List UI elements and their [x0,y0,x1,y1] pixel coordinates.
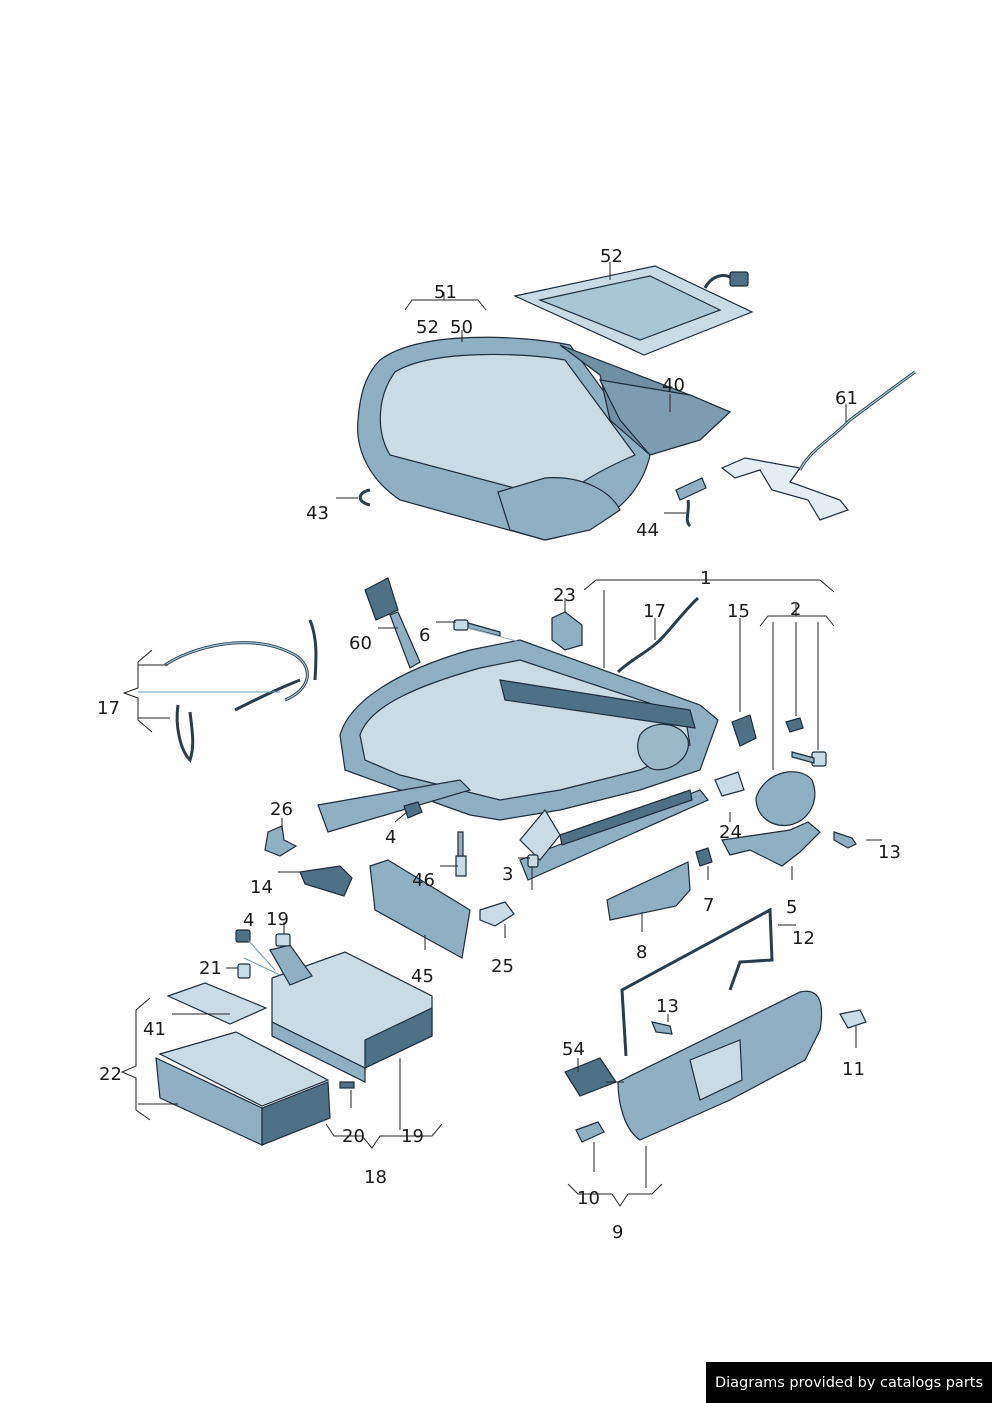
attribution-footer: Diagrams provided by catalogs parts [706,1362,992,1403]
callout-5: 5 [786,897,797,918]
switch-part [564,1057,617,1097]
callout-13: 13 [656,996,679,1017]
callout-40: 40 [662,375,685,396]
callout-4: 4 [385,827,396,848]
clip-part [695,847,713,867]
callout-17: 17 [643,601,666,622]
clip-bracket-part [675,477,707,528]
clip-part [403,801,423,819]
side-trim-part [617,990,823,1141]
recliner-bracket-part [714,771,821,867]
leader-lines [120,262,882,1207]
callout-41: 41 [143,1019,166,1040]
clip-part [479,901,515,927]
callout-52: 52 [600,246,623,267]
cable-set-part [164,619,318,763]
seat-cushion-part [357,336,732,541]
callout-43: 43 [306,503,329,524]
pin-part [455,831,467,877]
bolt-part [453,619,501,637]
callout-1: 1 [700,568,711,589]
cover-part [299,865,353,897]
callout-25: 25 [491,956,514,977]
bolt-small-part [527,854,539,868]
callout-51: 51 [434,282,457,303]
cover-panel-part [606,861,691,921]
callout-9: 9 [612,1222,623,1243]
clip-part [575,1121,605,1143]
nut-bolt-part [785,717,827,767]
callout-2: 2 [790,599,801,620]
callout-18: 18 [364,1167,387,1188]
clip-part [339,1081,355,1089]
belt-buckle-part [364,577,421,669]
callout-6: 6 [419,625,430,646]
screw-part [651,1021,673,1035]
callout-60: 60 [349,633,372,654]
callout-23: 23 [553,585,576,606]
callout-13: 13 [878,842,901,863]
callout-8: 8 [636,942,647,963]
clip-small-part [731,714,757,747]
callout-20: 20 [342,1126,365,1147]
callout-24: 24 [719,822,742,843]
callout-labels: 52 51 52 50 40 61 43 44 1 23 17 15 2 6 6… [97,246,901,1243]
trim-panel-part [369,859,471,959]
callout-26: 26 [270,799,293,820]
callout-11: 11 [842,1059,865,1080]
bracket-part [264,825,298,857]
callout-7: 7 [703,895,714,916]
clip-part [235,929,251,943]
callout-3: 3 [502,864,513,885]
callout-52: 52 [416,317,439,338]
callout-10: 10 [577,1188,600,1209]
callout-15: 15 [727,601,750,622]
screw-part [275,933,291,947]
callout-19: 19 [401,1126,424,1147]
seat-frame-part [317,639,719,881]
screw-part [237,963,251,979]
callout-19: 19 [266,909,289,930]
callout-14: 14 [250,877,273,898]
callout-50: 50 [450,317,473,338]
callout-46: 46 [412,870,435,891]
wiring-harness-part [720,370,916,521]
callout-22: 22 [99,1064,122,1085]
callout-44: 44 [636,520,659,541]
callout-45: 45 [411,966,434,987]
drawer-mat-part [166,982,268,1025]
callout-21: 21 [199,958,222,979]
callout-12: 12 [792,928,815,949]
storage-housing-part [269,944,433,1083]
screw-part [833,831,857,849]
callout-17: 17 [97,698,120,719]
callout-54: 54 [562,1039,585,1060]
callout-4: 4 [243,910,254,931]
clip-part [839,1009,867,1029]
callout-61: 61 [835,388,858,409]
clip-part [551,611,583,651]
heating-mat-part [513,265,754,356]
cable-part [616,596,700,674]
drawer-part [155,1031,331,1146]
rod-part [620,907,774,1057]
ring-clip-part [358,488,371,507]
